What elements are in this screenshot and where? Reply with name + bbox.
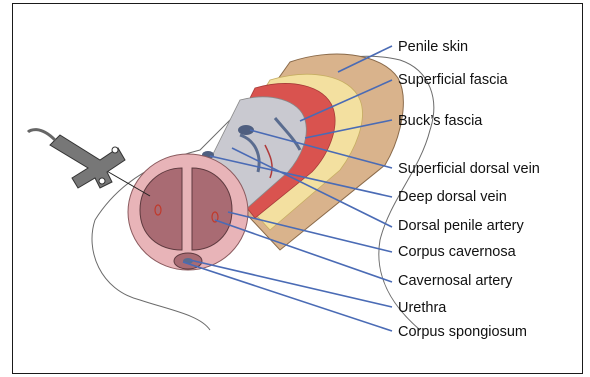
syringe-body [50,135,125,188]
label-superficial-fascia: Superficial fascia [398,73,508,88]
label-bucks-fascia: Buck’s fascia [398,114,482,129]
syringe-ring-1 [112,147,118,153]
leader-urethra [190,260,392,307]
label-penile-skin: Penile skin [398,40,468,55]
syringe-tube [28,130,55,140]
label-superficial-dorsal-vein: Superficial dorsal vein [398,162,540,177]
leader-corpus-spongiosum [183,262,392,331]
label-urethra: Urethra [398,301,446,316]
label-dorsal-penile-artery: Dorsal penile artery [398,219,524,234]
syringe-ring-2 [99,178,105,184]
label-cavernosal-artery: Cavernosal artery [398,274,512,289]
label-deep-dorsal-vein: Deep dorsal vein [398,190,507,205]
label-corpus-spongiosum: Corpus spongiosum [398,325,527,340]
label-corpus-cavernosa: Corpus cavernosa [398,245,516,260]
